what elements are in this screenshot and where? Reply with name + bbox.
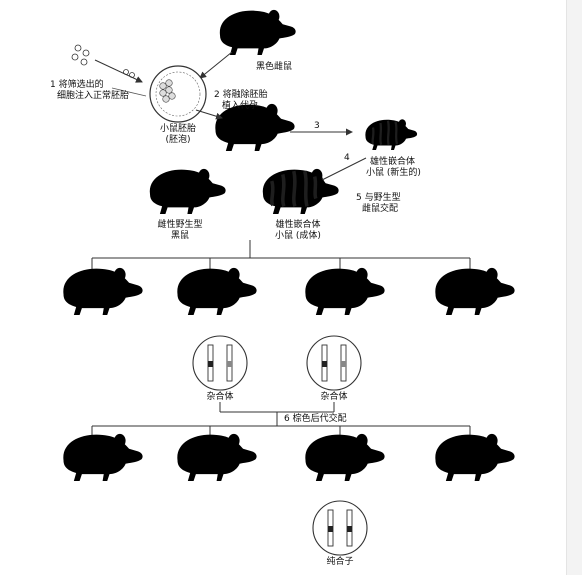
offspring2-white-3 — [410, 433, 515, 481]
knockout-mouse-diagram: .m-black .body, .m-black .ear { fill: #2… — [38, 9, 515, 556]
label-step5-line2: 雌鼠交配 — [362, 204, 399, 214]
cross2-tree-lines — [91, 402, 471, 440]
offspring1-white-1 — [152, 267, 257, 315]
chromosome-circle-homozygote — [312, 500, 368, 556]
label-chimera-newborn-line2: 小鼠 (新生的) — [366, 168, 421, 178]
scrollbar-track[interactable] — [566, 0, 582, 575]
chimera-newborn-mouse — [349, 119, 418, 150]
offspring1-white-2 — [280, 267, 385, 315]
blastocyst-embryo — [149, 65, 207, 123]
label-chimera-adult-line2: 小鼠 (成体) — [275, 231, 321, 241]
label-homozygote: 纯合子 — [326, 557, 354, 567]
label-step1-line2: 细胞注入正常胚胎 — [57, 91, 130, 101]
label-step4: 4 — [344, 153, 350, 163]
label-chimera-adult-line1: 雄性嵌合体 — [275, 220, 321, 230]
offspring2-white-2 — [280, 433, 385, 481]
label-step1-line1: 1 将筛选出的 — [50, 80, 104, 90]
label-embryo-line2: (胚泡) — [165, 135, 191, 145]
label-heterozygote-1: 杂合体 — [206, 392, 234, 402]
label-step2-line1: 2 将融除胚胎 — [214, 90, 268, 100]
injection-needle — [111, 87, 147, 97]
label-chimera-newborn-line1: 雄性嵌合体 — [370, 157, 416, 167]
offspring2-white-1 — [38, 433, 143, 481]
chromosome-circle-het-2 — [306, 335, 362, 391]
black-female-mouse — [195, 9, 296, 56]
label-step2-line2: 植入代孕 — [222, 101, 259, 111]
chimera-adult-mouse — [238, 168, 339, 215]
arrow-cells-to-embryo — [94, 59, 143, 83]
arrow-mouse-to-embryo — [199, 51, 233, 79]
label-step3: 3 — [314, 121, 320, 131]
label-wild-female-line1: 雌性野生型 — [157, 220, 203, 230]
offspring2-black — [152, 433, 257, 481]
arrow-embryo-to-surrogate — [195, 109, 223, 120]
chromosome-circle-het-1 — [192, 335, 248, 391]
label-step5-line1: 5 与野生型 — [356, 193, 401, 203]
selected-cells — [71, 44, 135, 78]
label-step6: 6 棕色后代交配 — [282, 414, 349, 425]
label-wild-female-line2: 黑鼠 — [170, 231, 190, 241]
arrow-step4 — [317, 157, 367, 183]
wild-type-female-mouse — [125, 168, 226, 215]
offspring1-white-3 — [410, 267, 515, 315]
label-embryo-line1: 小鼠胚胎 — [159, 124, 197, 134]
cross1-tree-lines — [91, 240, 471, 272]
offspring1-black — [38, 267, 143, 315]
label-black-female: 黑色雌鼠 — [256, 62, 293, 72]
label-heterozygote-2: 杂合体 — [320, 392, 348, 402]
